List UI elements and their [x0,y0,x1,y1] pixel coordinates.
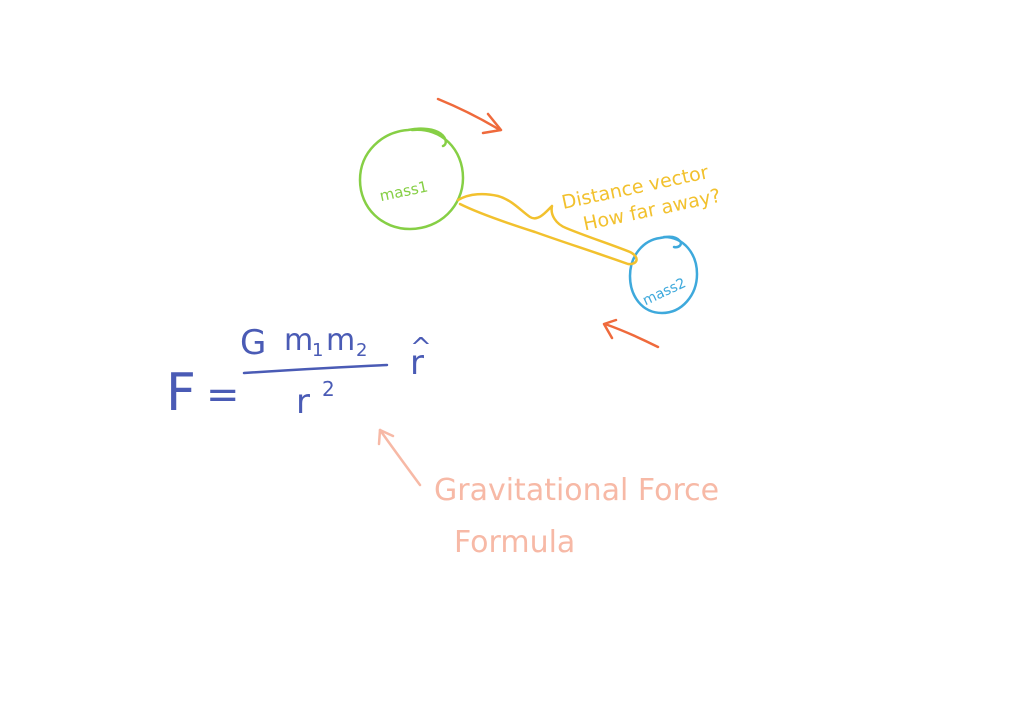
mass1-label: mass1 [378,177,430,205]
formula-hat: ^ [410,333,432,363]
mass1-circle [358,127,465,231]
annotation-line2: Formula [454,525,575,560]
formula-numerator-sub1: 1 [312,340,323,361]
gravity-formula: F = G m 1 m 2 r 2 ^ r [166,323,432,423]
formula-denominator-r: r [296,382,310,422]
formula-equals: = [206,372,240,418]
arrow-right-icon [436,97,503,135]
formula-numerator-m1: m [284,323,313,358]
formula-denominator-exp: 2 [322,377,335,401]
mass2-circle [628,235,699,315]
arrow-up-left-icon [377,428,422,487]
formula-numerator-sub2: 2 [356,340,367,361]
formula-lhs: F [166,363,196,423]
distance-brace [456,192,638,266]
formula-unit-vector: r [410,343,424,383]
formula-numerator-m2: m [326,323,355,358]
mass2-label: mass2 [640,275,688,309]
formula-fraction-bar [242,363,389,375]
arrow-left-icon [602,318,660,349]
mass1-group: mass1 [358,127,465,231]
annotation-line1: Gravitational Force [434,473,719,508]
mass2-group: mass2 [628,235,699,315]
formula-numerator-G: G [240,323,266,363]
